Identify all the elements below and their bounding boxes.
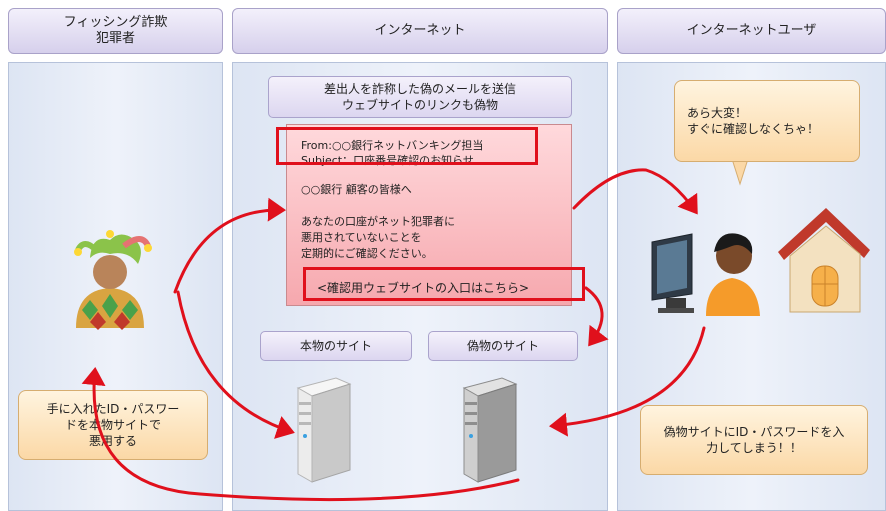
user-bubble-line1: あら大変！ xyxy=(687,105,748,120)
arrow-user-to-fake-site xyxy=(549,326,706,437)
email-fake-link[interactable]: <確認用ウェブサイトの入口はこちら> xyxy=(317,281,530,295)
fake-site-label-text: 偽物のサイト xyxy=(466,338,539,353)
phishing-email: From:○○銀行ネットバンキング担当 Subject：口座番号確認のお知らせ … xyxy=(286,124,572,306)
house-icon xyxy=(778,208,870,313)
user-column-header: インターネットユーザ xyxy=(617,8,886,54)
user-note: 偽物サイトにID・パスワードを入 力してしまう！！ xyxy=(640,405,868,475)
user-bubble-line2: すぐに確認しなくちゃ！ xyxy=(687,122,820,136)
criminal-note-line3: 悪用する xyxy=(88,434,137,449)
real-site-label-text: 本物のサイト xyxy=(299,338,372,353)
email-body-line2: 悪用されていないことを xyxy=(301,231,422,244)
fake-server-icon xyxy=(462,377,518,483)
user-note-line1: 偽物サイトにID・パスワードを入 xyxy=(663,424,845,439)
criminal-note-line1: 手に入れたID・パスワー xyxy=(46,401,180,416)
email-caption-line1: 差出人を詐称した偽のメールを送信 xyxy=(323,81,516,96)
email-greeting: ○○銀行 顧客の皆様へ xyxy=(301,183,412,196)
email-from: From:○○銀行ネットバンキング担当 xyxy=(301,139,484,152)
link-highlight xyxy=(303,267,585,301)
user-title: インターネットユーザ xyxy=(686,22,817,38)
email-caption-line2: ウェブサイトのリンクも偽物 xyxy=(341,98,498,112)
user-speech-bubble: あら大変！ すぐに確認しなくちゃ！ xyxy=(674,80,860,162)
email-caption: 差出人を詐称した偽のメールを送信 ウェブサイトのリンクも偽物 xyxy=(268,76,572,118)
email-body-line3: 定期的にご確認ください。 xyxy=(301,247,433,260)
fake-site-label: 偽物のサイト xyxy=(428,331,578,361)
criminal-title-line1: フィッシング詐欺 xyxy=(63,14,168,30)
real-server-icon xyxy=(296,377,352,483)
internet-column-header: インターネット xyxy=(232,8,608,54)
user-at-computer-icon xyxy=(651,233,760,316)
arrow-link-to-fake-site xyxy=(584,286,609,347)
criminal-column-header: フィッシング詐欺 犯罪者 xyxy=(8,8,223,54)
arrow-send-email xyxy=(173,197,286,294)
arrow-fake-site-to-criminal xyxy=(81,367,520,502)
internet-title: インターネット xyxy=(374,22,466,38)
real-site-label: 本物のサイト xyxy=(260,331,412,361)
user-note-line2: 力してしまう！！ xyxy=(706,441,802,455)
arrow-email-to-user xyxy=(572,168,698,215)
jester-icon xyxy=(74,230,152,330)
arrow-criminal-to-real-site xyxy=(176,290,295,439)
email-body-line1: あなたの口座がネット犯罪者に xyxy=(301,215,455,228)
criminal-note-line2: ドを本物サイトで xyxy=(64,417,161,432)
sender-highlight xyxy=(276,127,538,165)
criminal-note: 手に入れたID・パスワー ドを本物サイトで 悪用する xyxy=(18,390,208,460)
criminal-title-line2: 犯罪者 xyxy=(95,31,135,46)
